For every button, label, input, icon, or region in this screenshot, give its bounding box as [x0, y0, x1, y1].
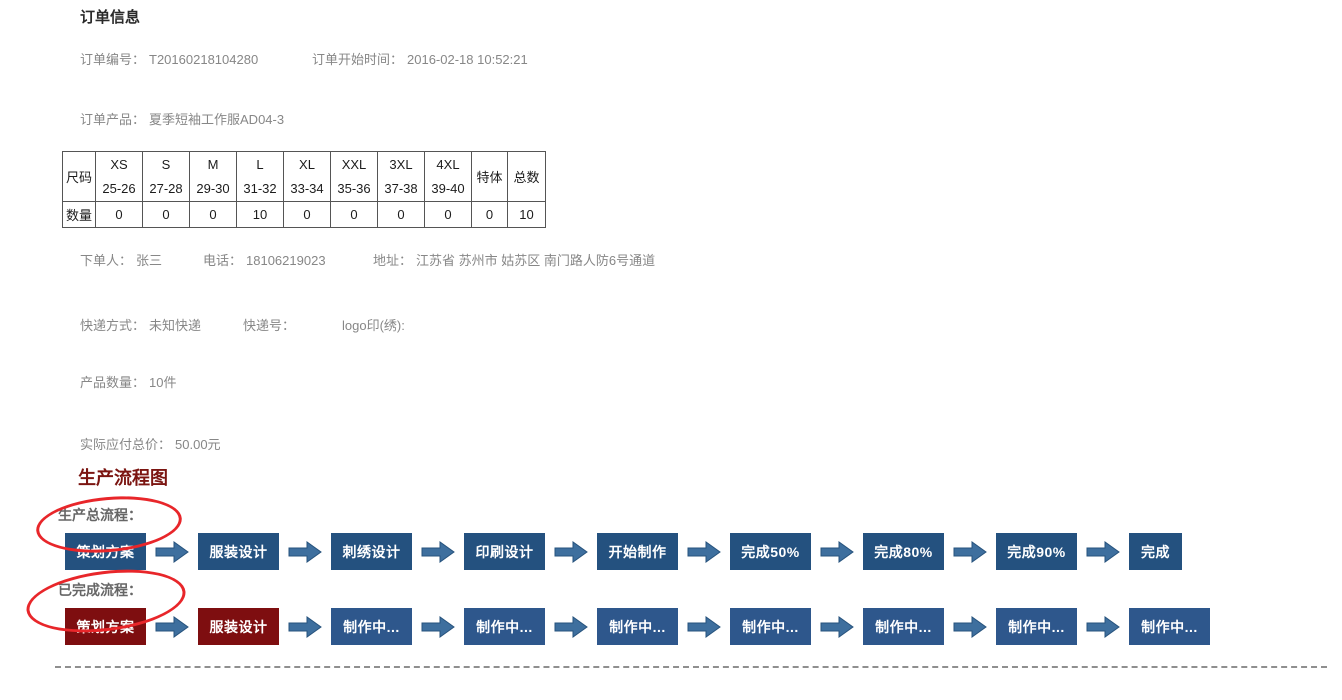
- flow-step: 服装设计: [198, 608, 279, 645]
- arrow-right-icon: [146, 540, 198, 564]
- quantity-cell: 0: [283, 201, 331, 228]
- address-label: 地址：: [373, 253, 413, 268]
- buyer-label: 下单人：: [80, 253, 133, 268]
- flow-step: 完成: [1129, 533, 1182, 570]
- flow-row-completed: 策划方案 服装设计 制作中... 制作中... 制作中... 制作中... 制作…: [65, 608, 1210, 645]
- buyer-value: 张三: [136, 253, 163, 268]
- logo-print-group: logo印(绣):: [342, 315, 413, 334]
- arrow-right-icon: [545, 615, 597, 639]
- flow-step: 印刷设计: [464, 533, 545, 570]
- arrow-right-icon: [811, 540, 863, 564]
- arrow-right-icon: [146, 615, 198, 639]
- product-quantity-label: 产品数量：: [80, 375, 146, 390]
- flow-step: 服装设计: [198, 533, 279, 570]
- phone-label: 电话：: [203, 253, 243, 268]
- page-title: 订单信息: [80, 9, 141, 26]
- total-price-label: 实际应付总价：: [80, 437, 172, 452]
- quantity-cell: 0: [471, 201, 508, 228]
- flow-step: 策划方案: [65, 608, 146, 645]
- quantity-cell: 0: [142, 201, 190, 228]
- order-start-time-label: 订单开始时间：: [312, 52, 404, 67]
- phone-group: 电话：18106219023: [203, 250, 330, 269]
- flow-step: 刺绣设计: [331, 533, 412, 570]
- product-quantity-group: 产品数量：10件: [80, 372, 180, 391]
- arrow-right-icon: [279, 615, 331, 639]
- buyer-group: 下单人：张三: [80, 250, 166, 269]
- arrow-right-icon: [944, 615, 996, 639]
- corner-header-cell: 尺码: [62, 151, 96, 202]
- order-product-label: 订单产品：: [80, 112, 146, 127]
- product-quantity-value: 10件: [149, 375, 177, 390]
- arrow-right-icon: [678, 540, 730, 564]
- tracking-label: 快递号：: [243, 318, 296, 333]
- quantity-row-header: 数量: [62, 201, 96, 228]
- quantity-cell: 0: [330, 201, 378, 228]
- size-header-cell: 总数: [507, 151, 546, 202]
- arrow-right-icon: [678, 615, 730, 639]
- express-method-value: 未知快递: [149, 318, 202, 333]
- quantity-cell: 10: [236, 201, 284, 228]
- quantity-cell: 0: [377, 201, 425, 228]
- flow-step: 策划方案: [65, 533, 146, 570]
- flow-step: 制作中...: [863, 608, 944, 645]
- flow-step: 制作中...: [597, 608, 678, 645]
- arrow-right-icon: [412, 615, 464, 639]
- flow-step: 开始制作: [597, 533, 678, 570]
- phone-value: 18106219023: [246, 253, 326, 268]
- order-start-time-value: 2016-02-18 10:52:21: [407, 52, 528, 67]
- express-method-label: 快递方式：: [80, 318, 146, 333]
- order-product-value: 夏季短袖工作服AD04-3: [149, 112, 285, 127]
- order-start-time-group: 订单开始时间：2016-02-18 10:52:21: [312, 49, 532, 68]
- quantity-cell: 0: [189, 201, 237, 228]
- quantity-cell: 0: [424, 201, 472, 228]
- flow-step: 制作中...: [464, 608, 545, 645]
- tracking-group: 快递号：: [243, 315, 303, 334]
- flow-row-total: 策划方案 服装设计 刺绣设计 印刷设计 开始制作 完成50% 完成80% 完成9…: [65, 533, 1182, 570]
- arrow-right-icon: [545, 540, 597, 564]
- flow-step: 制作中...: [996, 608, 1077, 645]
- total-price-group: 实际应付总价：50.00元: [80, 434, 225, 453]
- arrow-right-icon: [279, 540, 331, 564]
- order-number-value: T20160218104280: [149, 52, 259, 67]
- order-number-group: 订单编号：T20160218104280: [80, 49, 262, 68]
- arrow-right-icon: [1077, 540, 1129, 564]
- flow-row2-label: 已完成流程：: [58, 582, 142, 598]
- flow-step: 完成50%: [730, 533, 811, 570]
- address-value: 江苏省 苏州市 姑苏区 南门路人防6号通道: [416, 253, 656, 268]
- arrow-right-icon: [944, 540, 996, 564]
- flow-step: 完成90%: [996, 533, 1077, 570]
- total-price-value: 50.00元: [175, 437, 221, 452]
- flow-section-title: 生产流程图: [78, 468, 168, 489]
- quantity-cell: 0: [95, 201, 143, 228]
- flow-step: 制作中...: [331, 608, 412, 645]
- bottom-dashed-divider: [55, 666, 1327, 668]
- quantity-cell: 10: [507, 201, 546, 228]
- flow-row1-label: 生产总流程：: [58, 507, 142, 523]
- flow-step: 完成80%: [863, 533, 944, 570]
- order-number-label: 订单编号：: [80, 52, 146, 67]
- flow-step: 制作中...: [730, 608, 811, 645]
- size-header-cell: 特体: [471, 151, 508, 202]
- arrow-right-icon: [412, 540, 464, 564]
- arrow-right-icon: [1077, 615, 1129, 639]
- order-product-group: 订单产品：夏季短袖工作服AD04-3: [80, 109, 288, 128]
- arrow-right-icon: [811, 615, 863, 639]
- flow-step: 制作中...: [1129, 608, 1210, 645]
- address-group: 地址：江苏省 苏州市 姑苏区 南门路人防6号通道: [373, 250, 659, 269]
- logo-print-label: logo印(绣):: [342, 318, 405, 333]
- table-quantity-row: 数量 0 0 0 10 0 0 0 0 0 10: [62, 201, 546, 228]
- express-method-group: 快递方式：未知快递: [80, 315, 205, 334]
